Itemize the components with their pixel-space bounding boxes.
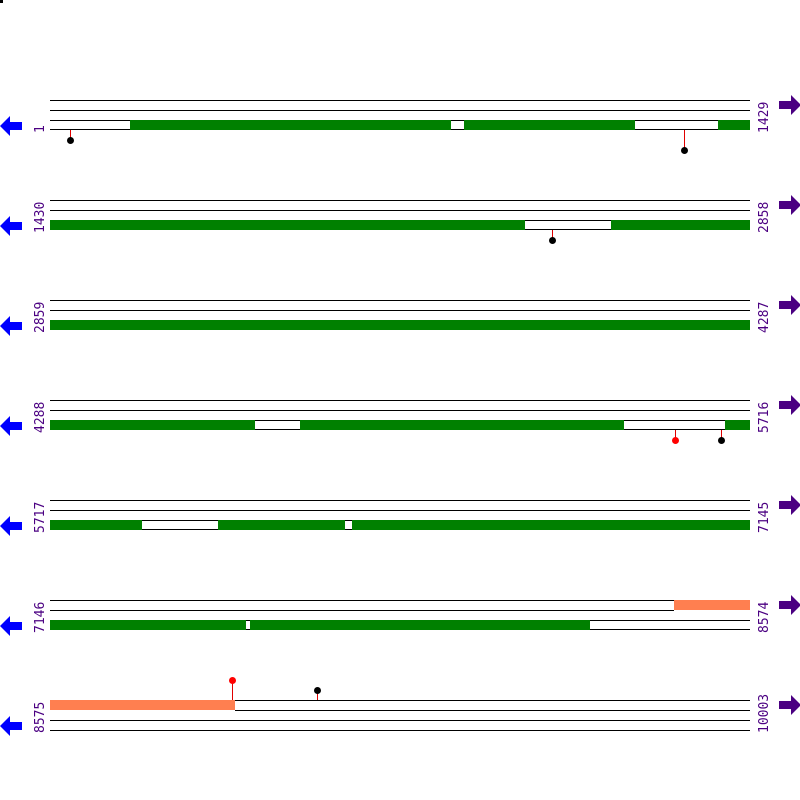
aligned-segment[interactable] xyxy=(718,120,750,130)
track-line xyxy=(235,700,750,701)
track-line xyxy=(50,400,750,401)
row-end-label: 8574 xyxy=(757,601,772,633)
marker-stem xyxy=(675,430,676,438)
aligned-segment[interactable] xyxy=(50,520,142,530)
track-line xyxy=(50,600,674,601)
row-end-label: 2858 xyxy=(757,201,772,233)
track-line xyxy=(50,720,750,721)
gap-segment xyxy=(345,520,352,530)
track-line xyxy=(50,410,750,411)
aligned-segment[interactable] xyxy=(130,120,451,130)
arrow-left-icon[interactable] xyxy=(0,315,22,337)
row-start-label: 4288 xyxy=(33,401,48,433)
track-line xyxy=(50,300,750,301)
aligned-segment[interactable] xyxy=(218,520,345,530)
arrow-right-icon[interactable] xyxy=(779,194,800,216)
track-line xyxy=(50,510,750,511)
marker-stem xyxy=(552,230,553,238)
arrow-left-icon[interactable] xyxy=(0,615,22,637)
row-end-label: 7145 xyxy=(757,501,772,533)
feature-segment[interactable] xyxy=(674,600,750,610)
marker-stem xyxy=(232,683,233,700)
arrow-left-icon[interactable] xyxy=(0,415,22,437)
track-line xyxy=(50,210,750,211)
row-end-label: 10003 xyxy=(757,693,772,733)
arrow-right-icon[interactable] xyxy=(779,494,800,516)
track-line xyxy=(50,110,750,111)
gap-segment xyxy=(590,620,750,630)
row-end-label: 5716 xyxy=(757,401,772,433)
variant-marker[interactable] xyxy=(314,687,321,694)
row-start-label: 1430 xyxy=(33,201,48,233)
variant-marker[interactable] xyxy=(681,147,688,154)
arrow-left-icon[interactable] xyxy=(0,515,22,537)
arrow-left-icon[interactable] xyxy=(0,715,22,737)
marker-stem xyxy=(317,693,318,700)
aligned-segment[interactable] xyxy=(50,420,255,430)
row-start-label: 7146 xyxy=(33,601,48,633)
aligned-segment[interactable] xyxy=(50,320,750,330)
arrow-left-icon[interactable] xyxy=(0,215,22,237)
variant-marker-red[interactable] xyxy=(672,437,679,444)
arrow-right-icon[interactable] xyxy=(779,394,800,416)
variant-marker[interactable] xyxy=(67,137,74,144)
variant-marker[interactable] xyxy=(549,237,556,244)
arrow-right-icon[interactable] xyxy=(779,594,800,616)
arrow-right-icon[interactable] xyxy=(779,294,800,316)
aligned-segment[interactable] xyxy=(611,220,750,230)
gap-segment xyxy=(142,520,218,530)
track-line xyxy=(50,500,750,501)
variant-marker-red[interactable] xyxy=(229,677,236,684)
row-end-label: 1429 xyxy=(757,101,772,133)
aligned-segment[interactable] xyxy=(300,420,624,430)
row-start-label: 8575 xyxy=(33,701,48,733)
arrow-left-icon[interactable] xyxy=(0,115,22,137)
aligned-segment[interactable] xyxy=(725,420,750,430)
marker-stem xyxy=(721,430,722,438)
row-start-label: 2859 xyxy=(33,301,48,333)
track-line xyxy=(50,730,750,731)
arrow-right-icon[interactable] xyxy=(779,694,800,716)
row-end-label: 4287 xyxy=(757,301,772,333)
row-start-label: 5717 xyxy=(33,501,48,533)
variant-marker[interactable] xyxy=(718,437,725,444)
aligned-segment[interactable] xyxy=(352,520,750,530)
gap-segment xyxy=(635,120,718,130)
gap-segment xyxy=(255,420,300,430)
feature-segment[interactable] xyxy=(50,700,235,710)
gap-segment xyxy=(50,120,130,130)
track-line xyxy=(50,610,674,611)
marker-stem xyxy=(684,130,685,148)
track-line xyxy=(50,310,750,311)
arrow-right-icon[interactable] xyxy=(779,94,800,116)
aligned-segment[interactable] xyxy=(250,620,590,630)
row-start-label: 1 xyxy=(33,125,48,133)
gap-segment xyxy=(451,120,464,130)
aligned-segment[interactable] xyxy=(464,120,635,130)
aligned-segment[interactable] xyxy=(50,220,525,230)
gap-segment xyxy=(246,620,250,630)
marker-stem xyxy=(70,130,71,138)
gap-segment xyxy=(525,220,611,230)
gap-segment xyxy=(624,420,725,430)
corner-mark xyxy=(0,0,3,3)
aligned-segment[interactable] xyxy=(50,620,246,630)
track-line xyxy=(235,710,750,711)
track-line xyxy=(50,100,750,101)
track-line xyxy=(50,200,750,201)
